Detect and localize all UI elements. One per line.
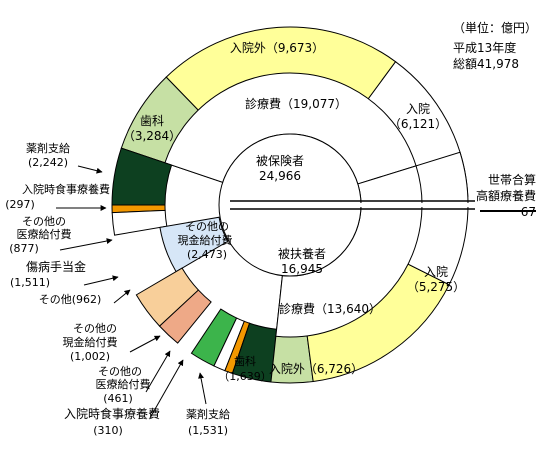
insured-outpatient-label: 入院外（9,673） xyxy=(230,41,324,55)
dep-meal-value: (310) xyxy=(93,424,123,437)
insured-misc-segment xyxy=(158,289,212,344)
other-med-label-2: 医療給付費 xyxy=(17,227,72,241)
label-connectors xyxy=(56,165,207,419)
dep-other-cash-label-1: その他の xyxy=(73,322,117,335)
insured-other-cash-label-1: その他の xyxy=(185,220,229,233)
misc-label: その他(962) xyxy=(39,293,102,306)
dependent-total: 16,945 xyxy=(281,262,323,276)
injury-label: 傷病手当金 xyxy=(26,259,86,274)
household-value: 67 xyxy=(521,205,536,219)
dependent-title: 被扶養者 xyxy=(278,246,326,261)
dep-pharmacy-label: 薬剤支給 xyxy=(186,407,230,421)
chart-labels: （単位：億円） 平成13年度 総額41,978 世帯合算 高額療養費 67 被保… xyxy=(5,20,537,437)
insured-other-cash-segment xyxy=(159,216,229,273)
dep-pharmacy-value: (1,531) xyxy=(188,424,228,437)
hub-layer xyxy=(218,133,536,277)
household-title-1: 世帯合算 xyxy=(488,172,536,187)
dep-other-cash-value: (1,002) xyxy=(70,350,110,363)
insured-medical-label: 診療費（19,077） xyxy=(245,96,347,111)
misc-connector xyxy=(113,289,131,304)
dep-other-med-value: (461) xyxy=(103,392,133,405)
dependent-dental-value: （1,639） xyxy=(218,370,272,383)
dep-meal-label: 入院時食事療養費 xyxy=(64,406,160,421)
other-med-connector xyxy=(59,238,113,251)
injury-connector xyxy=(83,275,119,286)
pharmacy-label: 薬剤支給 xyxy=(26,141,70,155)
fiscal-year: 平成13年度 xyxy=(453,40,516,55)
unit-note: （単位：億円） xyxy=(453,20,537,35)
injury-value: (1,511) xyxy=(10,276,50,289)
dependent-outpatient-label: 入院外（6,726） xyxy=(269,362,363,376)
meal-label: 入院時食事療養費 xyxy=(22,182,110,196)
household-title-2: 高額療養費 xyxy=(476,188,536,203)
other-med-value: (877) xyxy=(9,242,39,255)
dependent-dental-label: 歯科 xyxy=(234,354,256,368)
dep-other-med-label-1: その他の xyxy=(98,365,142,378)
other-med-label-1: その他の xyxy=(22,215,66,228)
insured-other-cash-value: (2,473) xyxy=(187,248,227,261)
dependent-inpatient-value: （5,275） xyxy=(407,280,465,294)
insured-title: 被保険者 xyxy=(256,154,304,168)
misc-label-name: その他 xyxy=(39,293,72,306)
dep-other-med-label-2: 医療給付費 xyxy=(96,377,151,391)
insured-inpatient-value: （6,121） xyxy=(389,117,447,131)
pharmacy-value: (2,242) xyxy=(28,156,68,169)
dep-meal-connector xyxy=(149,359,184,419)
insured-dental-value: （3,284） xyxy=(123,129,181,143)
household-band xyxy=(230,203,480,207)
dependent-inpatient-label: 入院 xyxy=(424,265,448,279)
insured-total: 24,966 xyxy=(259,169,301,183)
total-amount: 総額41,978 xyxy=(453,57,519,71)
pharmacy-connector xyxy=(77,165,103,174)
dep-other-cash-label-2: 現金給付費 xyxy=(63,335,118,349)
insured-inpatient-label: 入院 xyxy=(406,102,430,116)
misc-label-value: (962) xyxy=(72,293,102,306)
dep-pharmacy-connector xyxy=(198,372,207,405)
dependent-medical-label: 診療費（13,640） xyxy=(279,301,381,316)
insured-other-med-segment xyxy=(111,209,168,236)
dep-other-cash-connector xyxy=(129,335,161,353)
insured-dental-label: 歯科 xyxy=(140,114,164,128)
insured-other-cash-label-2: 現金給付費 xyxy=(178,233,233,247)
meal-value: (297) xyxy=(5,198,35,211)
dep-other-med-connector xyxy=(145,350,171,393)
